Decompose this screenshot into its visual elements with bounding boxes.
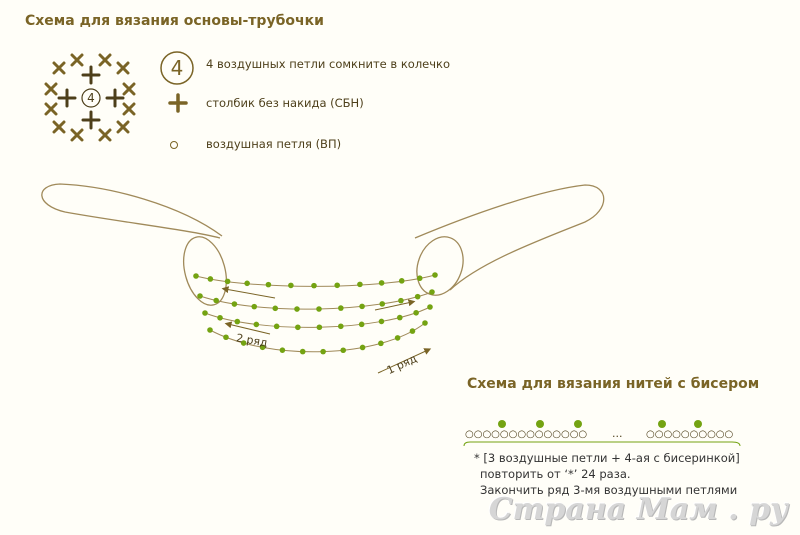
legend-vp-icon <box>170 141 178 149</box>
legend-ring-text: 4 воздушных петли сомкните в колечко <box>206 57 451 71</box>
tube-stitch-dot <box>316 324 323 331</box>
tube-stitch-dot <box>429 289 435 295</box>
tube-left-opening <box>183 236 227 306</box>
center-ring <box>81 88 101 108</box>
tube-stitch-dot <box>244 280 250 287</box>
tube-stitch-dot <box>207 276 214 282</box>
chain-left: ○○○○○○○○○○○○○○ <box>465 429 588 440</box>
tube-stitch-dot <box>207 327 213 333</box>
bead-instructions: * [3 воздушные петли + 4-ая с бисеринкой… <box>474 450 740 498</box>
tube-stitch-dot <box>340 347 347 354</box>
tube-stitch-dot <box>288 282 294 289</box>
tube-stitch-dot <box>279 347 286 353</box>
legend-sbn-text: столбик без накида (СБН) <box>206 96 364 110</box>
legend-ring-number: 4 <box>170 56 184 80</box>
tube-stitch-dot <box>338 305 344 311</box>
tube-stitch-dot <box>234 318 241 325</box>
tube-stitch-dot <box>378 340 384 347</box>
tube-stitch-dot <box>202 310 208 316</box>
legend-sbn-icon <box>168 93 188 113</box>
outer-stitch-marks <box>44 53 136 142</box>
tube-stitch-dot <box>378 280 385 286</box>
tube-stitch-dot <box>223 334 229 341</box>
tube-stitch-dot <box>316 306 322 312</box>
tube-stitch-dot <box>334 282 340 289</box>
chain-right: ○○○○○○○○○○ <box>646 429 734 440</box>
tube-stitch-dot <box>197 293 203 299</box>
tube-stitch-dot <box>359 303 365 310</box>
tube-stitch-dot <box>427 304 433 310</box>
tube-left-outline <box>41 183 223 239</box>
bead-dots <box>498 420 702 428</box>
tube-right-opening <box>416 236 464 296</box>
tube-stitch-dot <box>398 278 405 284</box>
chain-ellipsis: ... <box>612 427 623 440</box>
tube-stitch-dot <box>265 281 272 288</box>
tube-stitch-dot <box>299 348 306 355</box>
tube-stitch-dot <box>378 318 385 325</box>
tube-stitch-dot <box>320 348 326 355</box>
chain-bracket <box>463 441 741 447</box>
tube-stitch-dot <box>224 278 231 285</box>
tube-stitch-dot <box>213 297 219 304</box>
tube-right-outline <box>414 184 605 291</box>
tube-stitch-dot <box>273 323 280 330</box>
site-watermark: Страна Мам . ру <box>488 492 788 527</box>
tube-stitch-dot <box>217 314 223 321</box>
tube-stitch-dot <box>338 323 344 330</box>
tube-stitch-dot <box>396 314 403 321</box>
instruction-line-1: * [3 воздушные петли + 4-ая с бисеринкой… <box>474 451 740 465</box>
tube-stitch-dot <box>359 344 366 351</box>
crochet-motif-diagram <box>44 53 136 142</box>
tube-stitch-dot <box>193 273 199 279</box>
tube-stitch-dot <box>432 272 438 278</box>
row1-label: 1 ряд <box>384 351 419 378</box>
tube-stitch-dot <box>414 293 421 300</box>
tube-stitch-dots <box>193 272 438 355</box>
tube-stitch-dot <box>294 306 300 312</box>
instruction-line-3: Закончить ряд 3-мя воздушными петлями <box>480 483 738 497</box>
tube-stitch-dot <box>295 324 301 331</box>
inner-sbn-marks <box>57 65 125 130</box>
row2-label: 2 ряд <box>235 331 269 350</box>
tube-stitch-dot <box>231 301 238 307</box>
tube-stitch-dot <box>358 321 365 328</box>
base-scheme-title: Схема для вязания основы-трубочки <box>25 13 324 29</box>
tube-stitch-dot <box>272 305 279 312</box>
tube-stitch-dot <box>416 275 423 282</box>
motif-center-number: 4 <box>87 91 95 105</box>
tube-stitch-dot <box>422 320 428 326</box>
tube-stitch-dot <box>253 321 260 328</box>
tube-stitch-dot <box>394 335 401 341</box>
tube-stitch-dot <box>409 328 416 334</box>
tube-stitch-dot <box>357 281 363 288</box>
tube-stitch-dot <box>251 303 258 310</box>
bead-scheme-title: Схема для вязания нитей с бисером <box>467 376 760 392</box>
legend-vp-text: воздушная петля (ВП) <box>206 137 342 151</box>
tube-stitch-dot <box>311 282 317 289</box>
tube-stitch-dot <box>379 301 386 307</box>
tube-stitch-dot <box>398 297 404 304</box>
instruction-line-2: повторить от ‘*’ 24 раза. <box>480 467 631 481</box>
tube-stitch-dot <box>413 309 419 316</box>
